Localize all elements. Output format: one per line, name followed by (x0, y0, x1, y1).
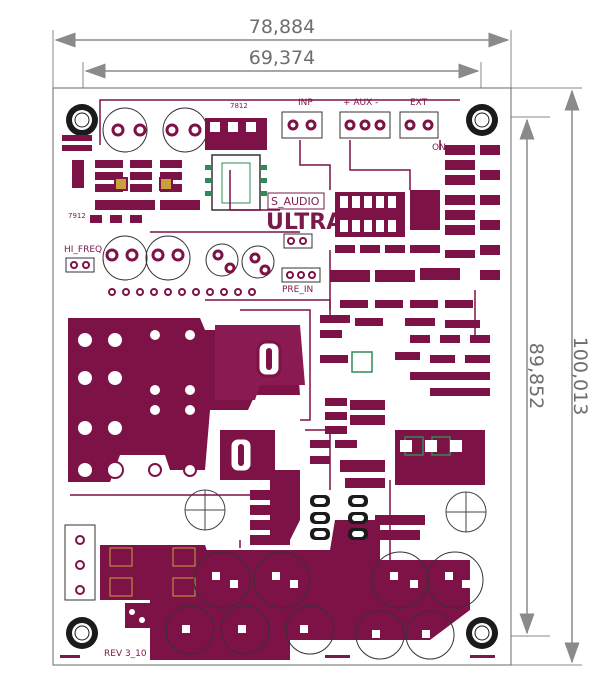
pin-row (108, 288, 256, 296)
logo-ultra: ULTRA (266, 210, 343, 235)
dimension-overall-height-label: 100,013 (569, 337, 591, 416)
mounting-hole-top-right (466, 104, 498, 136)
input-headers: INP + AUX - EXT ON (281, 98, 446, 153)
dimension-overall-width-label: 78,884 (249, 16, 315, 38)
gold-components (114, 177, 173, 191)
transistor-pads (310, 495, 368, 540)
dimension-inner-height-label: 89,852 (525, 343, 547, 409)
bottom-silk-marks (60, 655, 495, 658)
regulator-block (205, 118, 267, 211)
dimension-overall-height: 100,013 (511, 87, 591, 666)
bottom-capacitors (165, 551, 484, 660)
label-aux: + AUX - (343, 98, 378, 108)
dimension-inner-width-label: 69,374 (249, 47, 315, 69)
label-hi-freq: HI_FREQ (64, 245, 102, 255)
mounting-hole-bottom-right (466, 617, 498, 649)
heatsink-outlines (184, 489, 487, 533)
label-on: ON (432, 143, 446, 153)
upper-capacitors (102, 107, 275, 281)
signal-traces (70, 99, 476, 560)
right-pads (340, 196, 462, 452)
logo-s-audio: S_AUDIO (271, 195, 320, 208)
mounting-hole-top-left (66, 104, 98, 136)
hi-freq-header (65, 257, 95, 273)
board-logo: S_AUDIO ULTRA (266, 192, 343, 235)
label-revision: REV 3_10 (104, 649, 147, 659)
bottom-capacitor-pads (182, 572, 470, 638)
label-inp: INP (298, 98, 313, 108)
power-pads (76, 328, 197, 479)
label-pre-in: PRE_IN (282, 285, 313, 295)
label-7912: 7912 (68, 212, 86, 220)
slot-pads (228, 340, 282, 474)
mounting-holes (66, 104, 498, 649)
smd-cluster-upper-left (62, 135, 200, 223)
mounting-hole-bottom-left (66, 617, 98, 649)
label-7812: 7812 (230, 102, 248, 110)
pre-in-header (281, 233, 321, 283)
dimension-overall-width: 78,884 (52, 16, 512, 90)
label-ext: EXT (410, 98, 428, 108)
rectifier-area (64, 524, 196, 628)
